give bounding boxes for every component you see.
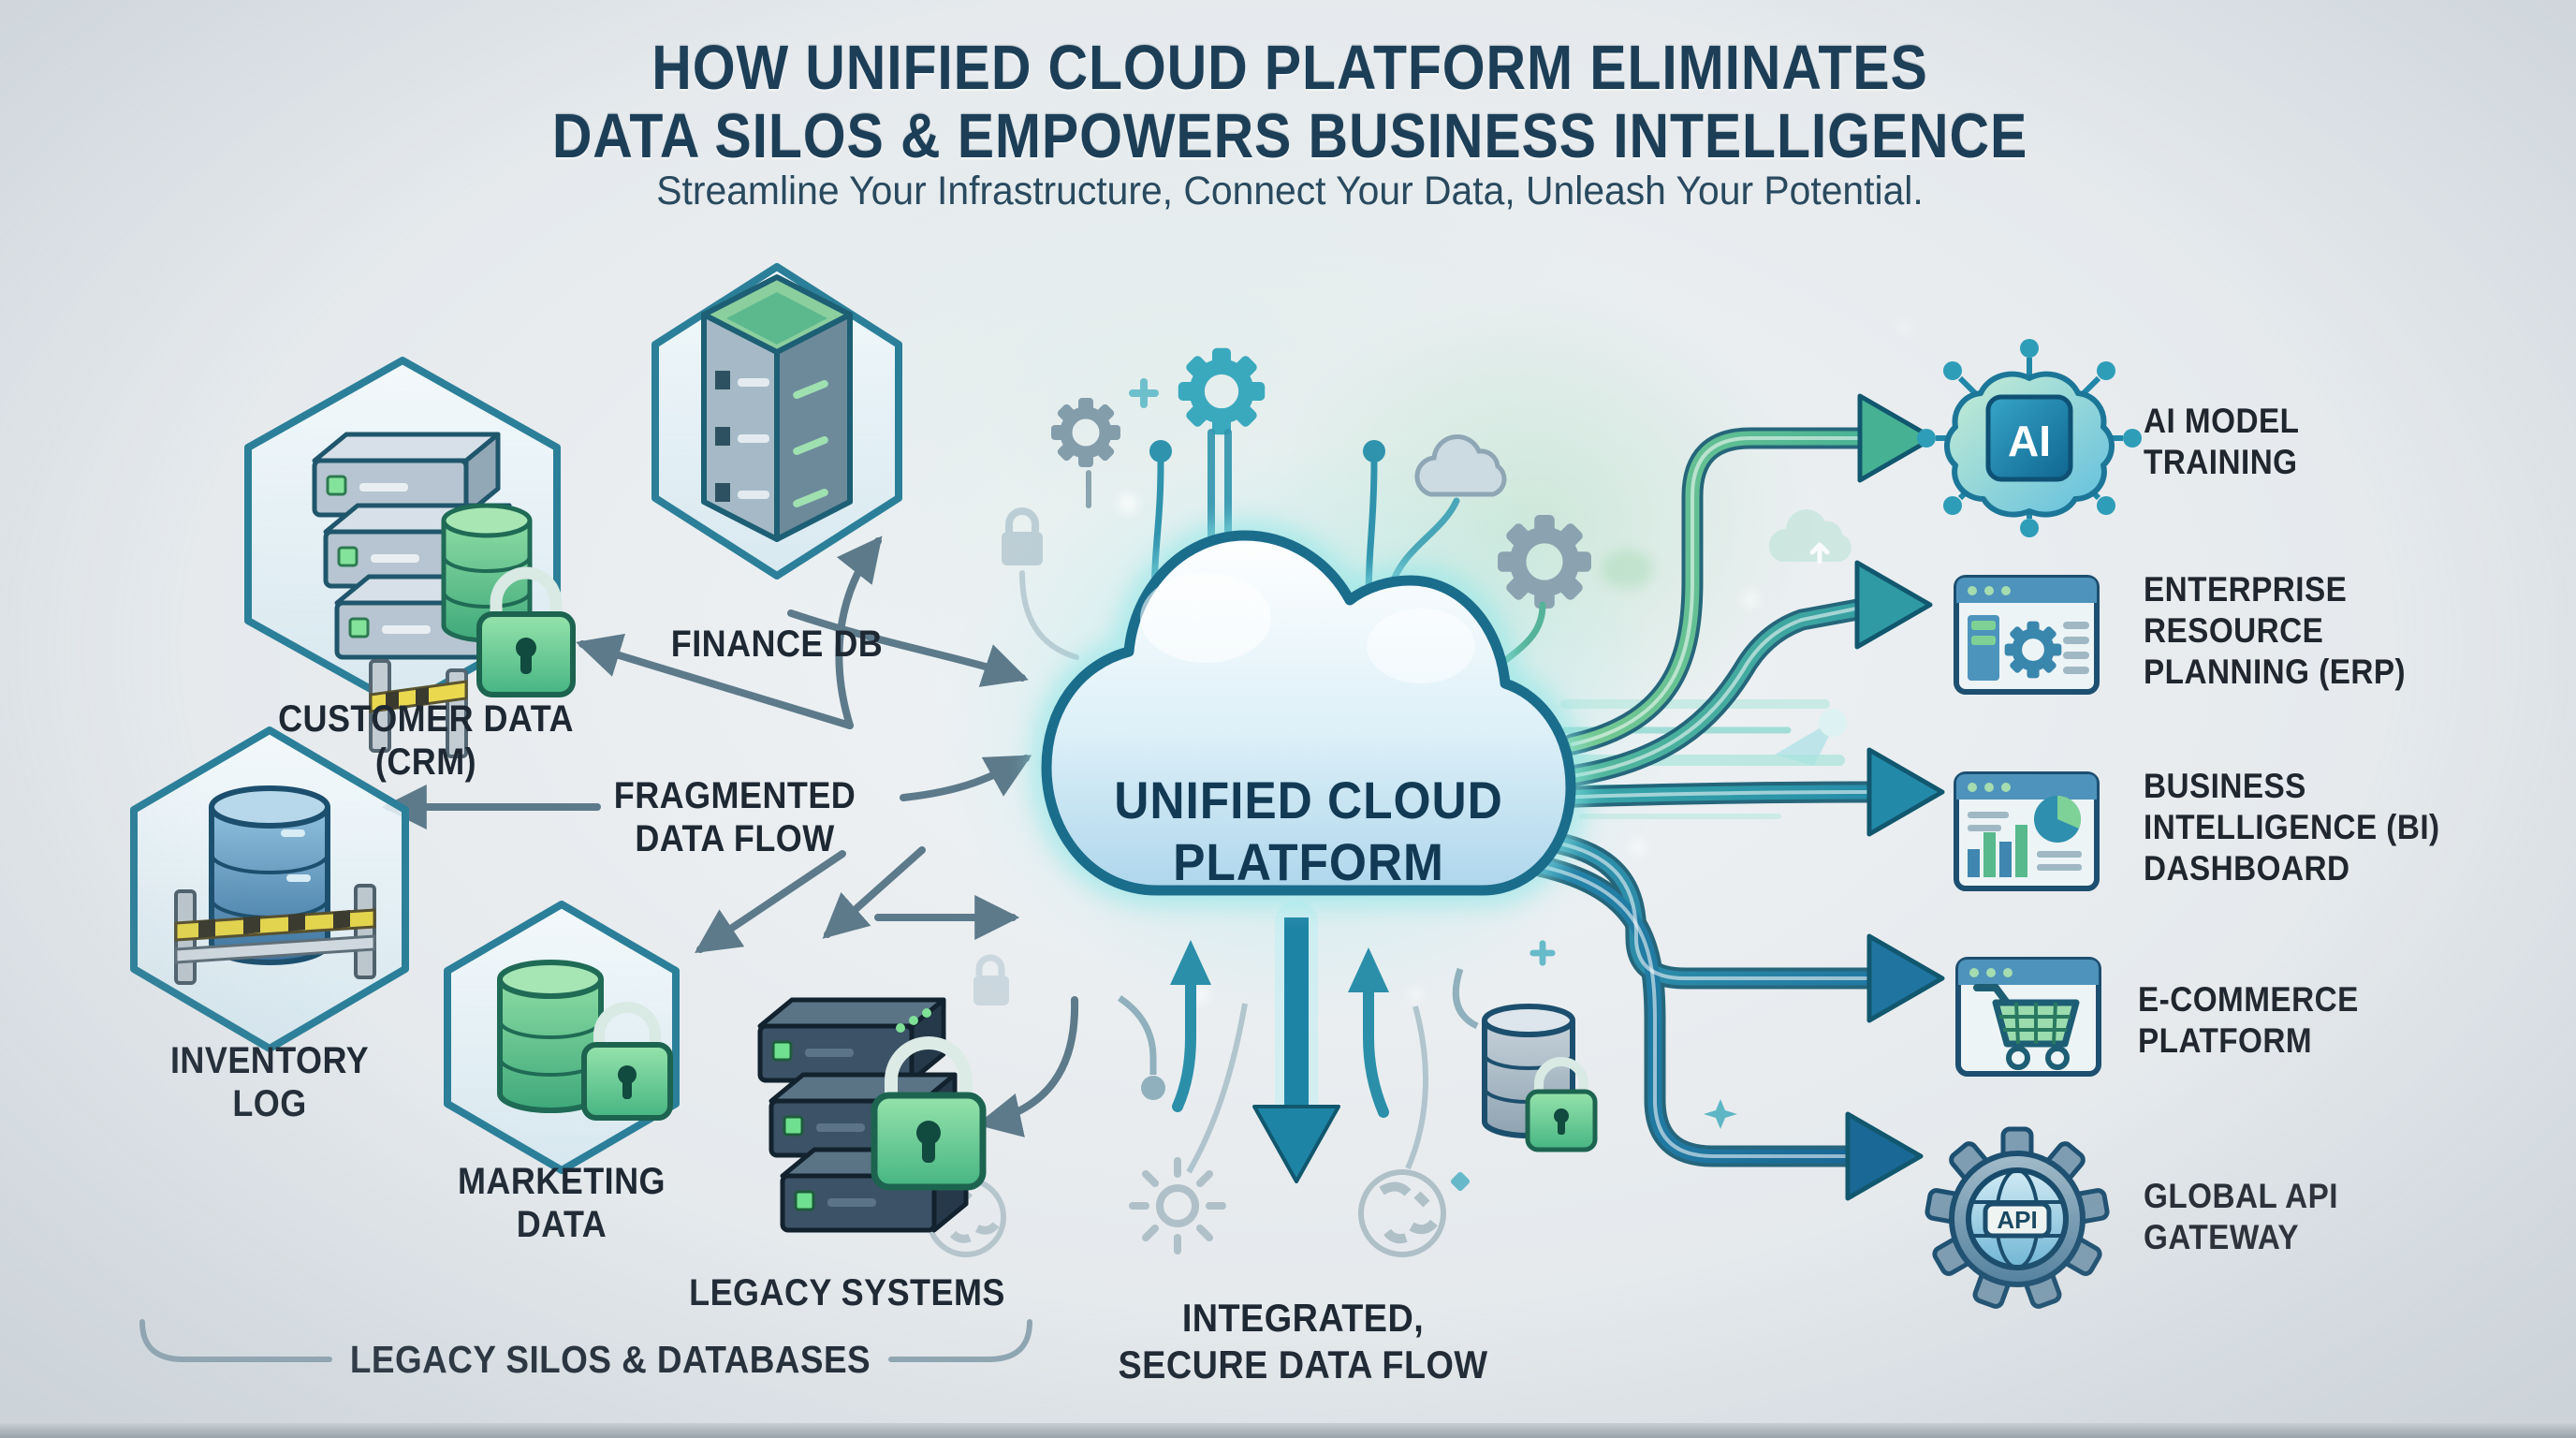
label-fragmented-data-flow: FRAGMENTED DATA FLOW [613, 775, 856, 859]
label-erp: ENTERPRISE RESOURCE PLANNING (ERP) [2144, 570, 2407, 691]
gear-icon [1498, 515, 1591, 609]
lock-icon [1525, 1057, 1598, 1152]
unified-arrows [1529, 393, 1945, 1201]
page-title: HOW UNIFIED CLOUD PLATFORM ELIMINATES DA… [551, 33, 2028, 171]
gear-icon [1051, 398, 1120, 467]
label-customer-data-crm: CUSTOMER DATA (CRM) [278, 698, 574, 783]
faded-cloud-icon [1768, 509, 1852, 565]
comet-icon [1775, 709, 1847, 766]
inventory-log-icon [130, 726, 409, 1052]
label-legacy-silos-databases: LEGACY SILOS & DATABASES [349, 1338, 871, 1381]
lock-icon [581, 1002, 673, 1121]
bottom-edge-strip [0, 1423, 2576, 1438]
ecommerce-browser-icon [1958, 960, 2099, 1074]
small-cloud-icon [1414, 434, 1507, 497]
legacy-group-bracket [139, 1319, 1032, 1362]
fragmented-arrows [381, 536, 1079, 1137]
ai-brain-chip-icon: AI [1917, 339, 2142, 537]
marketing-data-icon [444, 901, 680, 1174]
label-inventory-log: INVENTORY LOG [169, 1040, 370, 1124]
finance-db-icon [651, 263, 902, 580]
erp-browser-icon [1956, 578, 2097, 692]
label-integrated-secure-flow: INTEGRATED, SECURE DATA FLOW [1118, 1296, 1488, 1387]
ai-badge: AI [2008, 417, 2051, 465]
label-bi-dashboard: BUSINESS INTELLIGENCE (BI) DASHBOARD [2144, 767, 2440, 888]
label-marketing-data: MARKETING DATA [457, 1161, 666, 1245]
label-legacy-systems: LEGACY SYSTEMS [689, 1272, 1005, 1313]
unified-cloud-shape [1030, 519, 1588, 906]
api-gateway-icon: API [1925, 1126, 2110, 1309]
label-global-api-gateway: GLOBAL API GATEWAY [2144, 1177, 2339, 1256]
bottom-flow-group [1118, 901, 1429, 1183]
label-finance-db: FINANCE DB [670, 624, 884, 665]
cloud-platform-label: UNIFIED CLOUD PLATFORM [1114, 770, 1503, 891]
legacy-systems-icon [760, 1000, 987, 1230]
faded-lock-icon [973, 954, 1009, 1005]
label-ecommerce-platform: E-COMMERCE PLATFORM [2138, 980, 2359, 1060]
sun-gear-icon [1129, 1157, 1226, 1255]
lock-icon [871, 1036, 987, 1191]
secure-database-icon [1452, 967, 1598, 1152]
page-subtitle: Streamline Your Infrastructure, Connect … [656, 169, 1924, 213]
bi-browser-icon [1956, 774, 2097, 888]
gear-icon [1178, 348, 1266, 435]
faded-lock-icon [1002, 507, 1043, 565]
crm-silo-icon [244, 357, 576, 758]
lock-icon [476, 566, 576, 697]
sketch-globe-icon [1358, 1169, 1446, 1257]
background-decorations [926, 322, 1910, 1257]
label-ai-model-training: AI MODEL TRAINING [2144, 402, 2300, 481]
api-badge: API [1997, 1206, 2037, 1234]
